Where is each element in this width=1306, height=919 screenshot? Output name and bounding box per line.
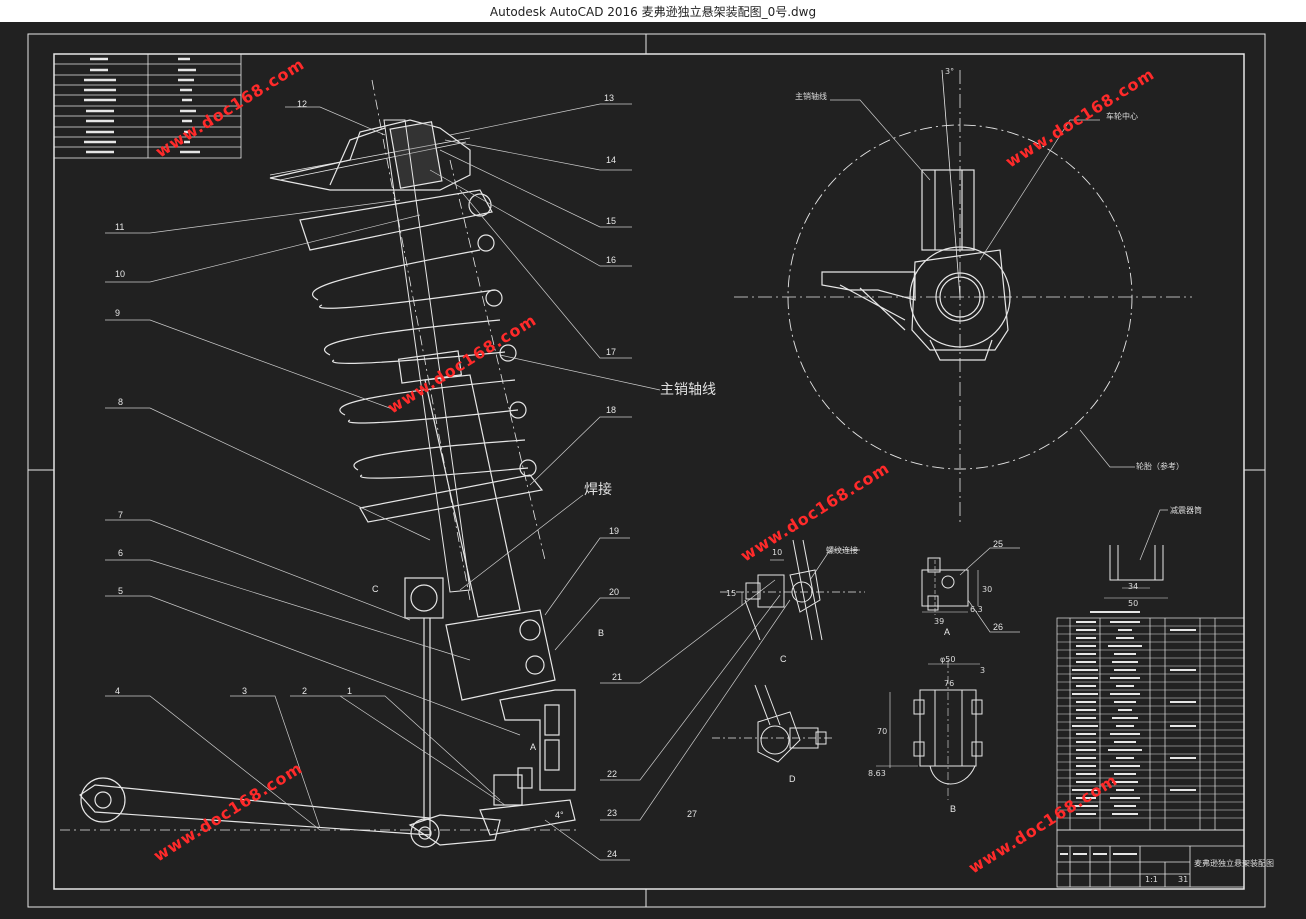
part-12: 12 — [297, 99, 307, 109]
part-20: 20 — [609, 587, 619, 597]
part-22: 22 — [607, 769, 617, 779]
wheel-view[interactable] — [734, 69, 1192, 525]
part-16: 16 — [606, 255, 616, 265]
part-8: 8 — [118, 397, 123, 407]
label-wheel-center: 车轮中心 — [1106, 111, 1138, 121]
part-number-labels: 1 2 3 4 5 6 7 8 9 10 11 12 13 14 15 16 1… — [115, 93, 1003, 859]
watermark-overlay: www.doc168.com www.doc168.com www.doc168… — [150, 54, 1158, 877]
view-a-label: A — [944, 627, 950, 637]
part-21: 21 — [612, 672, 622, 682]
angle-3-label: 3° — [945, 67, 954, 76]
watermark-6: www.doc168.com — [965, 770, 1121, 877]
wheel-labels: 主销轴线 车轮中心 轮胎（参考） 3° — [795, 67, 1184, 471]
dim-8-63: 8.63 — [868, 769, 886, 778]
view-c-label: C — [780, 654, 787, 664]
label-damper-top: 减震器筒 — [1170, 505, 1202, 515]
cad-drawing[interactable]: 1 2 3 4 5 6 7 8 9 10 11 12 13 14 15 16 1… — [0, 22, 1306, 919]
dim-10: 10 — [772, 548, 782, 557]
detail-labels: 螺纹连接 减震器筒 C D A B 10 15 30 39 6.3 34 50 … — [726, 505, 1202, 814]
drawing-canvas[interactable]: 1 2 3 4 5 6 7 8 9 10 11 12 13 14 15 16 1… — [0, 22, 1306, 919]
view-d-label: D — [789, 774, 796, 784]
dim-15: 15 — [726, 589, 736, 598]
part-9: 9 — [115, 308, 120, 318]
part-25: 25 — [993, 539, 1003, 549]
part-3: 3 — [242, 686, 247, 696]
watermark-4: www.doc168.com — [737, 458, 893, 565]
parameter-table — [53, 53, 242, 159]
table-text-blocks — [84, 57, 200, 154]
watermark-5: www.doc168.com — [150, 758, 306, 865]
drawing-name: 麦弗逊独立悬架装配图 — [1194, 858, 1274, 868]
dim-phi50: φ50 — [940, 655, 955, 664]
detail-views[interactable] — [712, 509, 1168, 800]
drawing-sheet: 31 — [1178, 875, 1188, 884]
leader-lines — [105, 103, 791, 861]
label-tire-ref: 轮胎（参考） — [1136, 461, 1184, 471]
part-24: 24 — [607, 849, 617, 859]
label-weld: 焊接 — [584, 481, 612, 498]
dim-39: 39 — [934, 617, 944, 626]
dim-34: 34 — [1128, 582, 1138, 591]
dim-3: 3 — [980, 666, 985, 675]
part-4: 4 — [115, 686, 120, 696]
part-17: 17 — [606, 347, 616, 357]
dim-76: 76 — [944, 679, 954, 688]
part-11: 11 — [115, 222, 124, 232]
dim-6-3: 6.3 — [970, 605, 983, 614]
dim-50: 50 — [1128, 599, 1138, 608]
label-kingpin-axis-small: 主销轴线 — [795, 91, 827, 101]
part-14: 14 — [606, 155, 616, 165]
drawing-scale: 1:1 — [1145, 875, 1158, 884]
part-6: 6 — [118, 548, 123, 558]
part-5: 5 — [118, 586, 123, 596]
part-15: 15 — [606, 216, 616, 226]
part-2: 2 — [302, 686, 307, 696]
annotation-labels: 主销轴线 焊接 C B A 4° — [372, 382, 716, 820]
window-title: Autodesk AutoCAD 2016 麦弗逊独立悬架装配图_0号.dwg — [489, 5, 817, 19]
part-23: 23 — [607, 808, 617, 818]
title-block — [1056, 829, 1245, 888]
part-26: 26 — [993, 622, 1003, 632]
part-7: 7 — [118, 510, 123, 520]
strut-assembly[interactable] — [60, 79, 580, 848]
part-19: 19 — [609, 526, 619, 536]
arrow-b-label: B — [598, 628, 604, 638]
part-27: 27 — [687, 809, 697, 819]
label-thread-connection: 螺纹连接 — [826, 545, 858, 555]
title-block-text: 麦弗逊独立悬架装配图 1:1 31 — [1145, 858, 1274, 884]
arrow-c-label: C — [372, 584, 379, 594]
label-kingpin-axis: 主销轴线 — [660, 382, 716, 398]
window-title-bar: Autodesk AutoCAD 2016 麦弗逊独立悬架装配图_0号.dwg — [0, 0, 1306, 23]
dim-30: 30 — [982, 585, 992, 594]
part-10: 10 — [115, 269, 125, 279]
watermark-3: www.doc168.com — [384, 310, 540, 417]
part-13: 13 — [604, 93, 614, 103]
part-18: 18 — [606, 405, 616, 415]
angle-4-label: 4° — [555, 810, 564, 820]
watermark-1: www.doc168.com — [152, 54, 308, 161]
parts-list — [1056, 611, 1245, 831]
arrow-a-label: A — [530, 742, 536, 752]
drawing-border — [27, 33, 1266, 908]
part-1: 1 — [347, 686, 352, 696]
dim-70: 70 — [877, 727, 887, 736]
wheel-leaders — [830, 99, 1135, 468]
view-b-label: B — [950, 804, 956, 814]
